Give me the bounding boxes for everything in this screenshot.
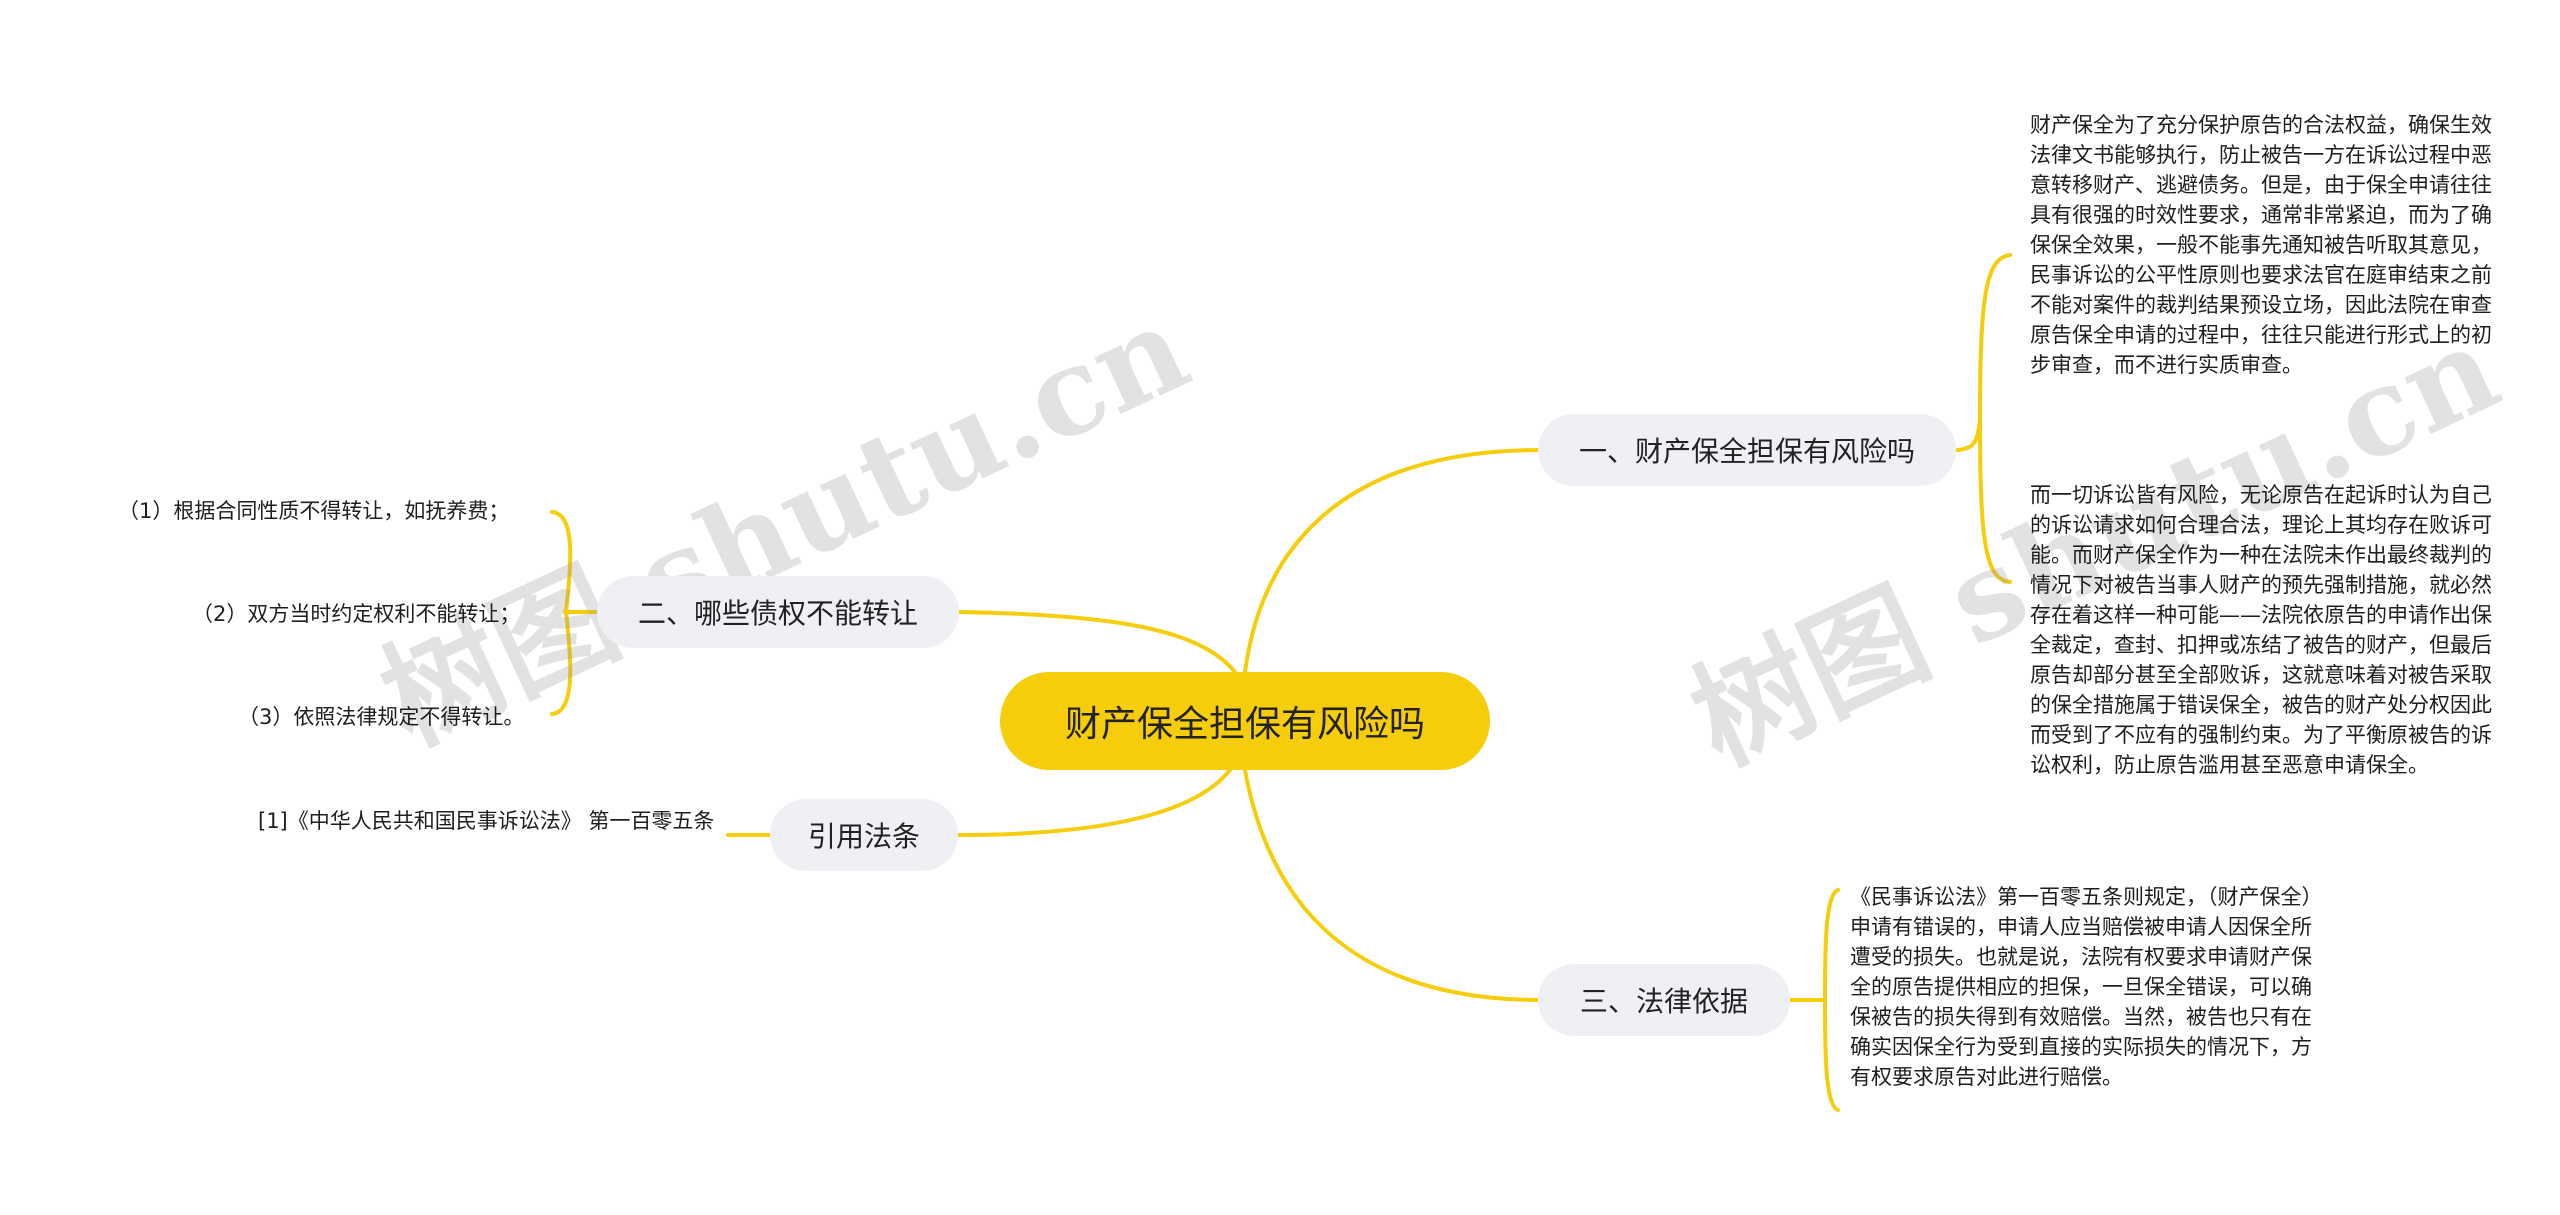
edge-b1-bracket <box>1953 418 1982 452</box>
root-topic[interactable]: 财产保全担保有风险吗 <box>1000 672 1490 770</box>
b2-item-1: （1）根据合同性质不得转让，如抚养费； <box>118 499 510 523</box>
topic-b1[interactable]: 一、财产保全担保有风险吗 <box>1538 414 1956 486</box>
b3-item-1: [1]《中华人民共和国民事诉讼法》 第一百零五条 <box>258 809 715 833</box>
topic-b3[interactable]: 引用法条 <box>770 799 958 871</box>
bracket-b4 <box>1823 888 1840 1112</box>
b1-paragraph-1: 财产保全为了充分保护原告的合法权益，确保生效法律文书能够执行，防止被告一方在诉讼… <box>2030 113 2492 377</box>
topic-b2[interactable]: 二、哪些债权不能转让 <box>597 576 959 648</box>
bracket-b1 <box>1977 253 2012 584</box>
b1-paragraph-2: 而一切诉讼皆有风险，无论原告在起诉时认为自己的诉讼请求如何合理合法，理论上其均存… <box>2030 483 2492 777</box>
edge-root-b4 <box>1243 768 1542 1002</box>
topic-b4[interactable]: 三、法律依据 <box>1538 964 1790 1036</box>
edge-root-b1 <box>1243 448 1542 674</box>
edge-root-b3 <box>956 768 1232 837</box>
b2-item-3: （3）依照法律规定不得转让。 <box>238 705 525 729</box>
bracket-b2 <box>550 510 573 716</box>
b4-paragraph-1: 《民事诉讼法》第一百零五条则规定，（财产保全）申请有错误的，申请人应当赔偿被申请… <box>1850 885 2312 1089</box>
edge-root-b2 <box>958 610 1237 674</box>
b2-item-2: （2）双方当时约定权利不能转让； <box>192 602 521 626</box>
